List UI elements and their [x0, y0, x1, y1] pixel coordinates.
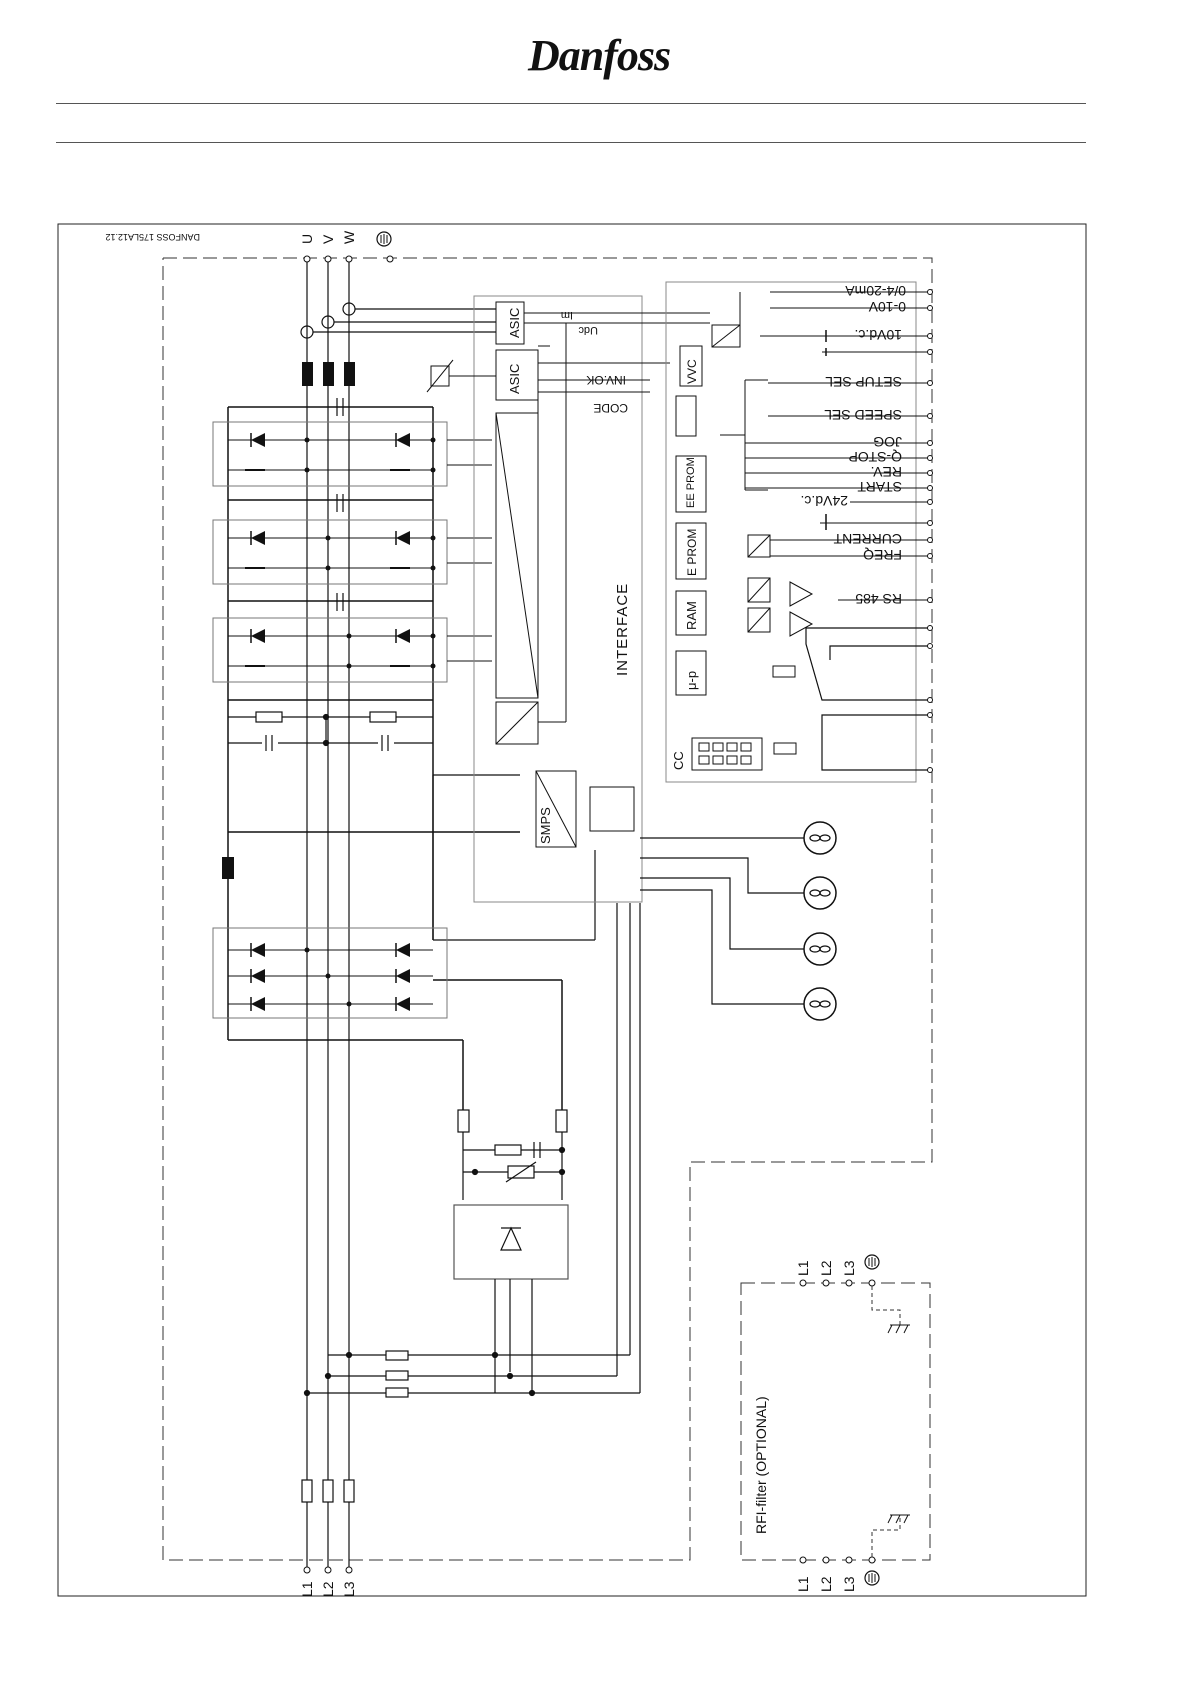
rs485-driver-2: [790, 612, 812, 636]
terminal-current: CURRENT: [833, 531, 902, 547]
signal-code: CODE: [593, 401, 628, 415]
rfi-filter-label: RFI-filter (OPTIONAL): [753, 1396, 769, 1534]
rfi-bottom-l1: L1: [795, 1576, 811, 1592]
control-bus: [720, 292, 768, 490]
eeprom-label: EE PROM: [685, 457, 697, 508]
dc-link-choke: [222, 857, 234, 879]
fan-icon-3: [804, 933, 836, 965]
rfi-bottom-l2: L2: [818, 1576, 834, 1592]
rectifier-module: [213, 928, 447, 1018]
mains-l3: L3: [341, 1581, 357, 1597]
soft-charge-circuit: [305, 903, 641, 1397]
earth-icon: [377, 232, 391, 246]
ram-label: RAM: [684, 601, 699, 630]
terminal-0-20ma: 0/4-20mA: [845, 283, 906, 299]
terminal-speed-sel: SPEED SEL: [824, 407, 902, 423]
mains-l2: L2: [320, 1581, 336, 1597]
cpu-label: μ-p: [684, 671, 699, 690]
earth-icon: [865, 1255, 879, 1269]
relay-coil-1: [773, 666, 795, 677]
mains-l1: L1: [299, 1581, 315, 1597]
choke-w: [344, 362, 355, 386]
earth-icon: [865, 1571, 879, 1585]
fan-wiring: [640, 838, 804, 1004]
logic-block: [676, 396, 696, 436]
asic-1-label: ASIC: [507, 308, 522, 338]
terminal-freq: FREQ: [863, 547, 902, 563]
terminal-jog: JOG: [873, 434, 902, 450]
fan-icon-4: [804, 988, 836, 1020]
cc-label: CC: [671, 751, 686, 770]
signal-im: Im: [561, 309, 573, 321]
fan-icon-1: [804, 822, 836, 854]
asic-2-label: ASIC: [507, 364, 522, 394]
terminal-setup-sel: SETUP SEL: [825, 374, 902, 390]
gate-drive-links: [447, 440, 492, 661]
rfi-top-l3: L3: [841, 1260, 857, 1276]
terminal-rev: REV.: [871, 464, 902, 480]
inverter-module-2: [213, 520, 447, 584]
eprom-label: E PROM: [685, 529, 699, 576]
rfi-top-l1: L1: [795, 1260, 811, 1276]
inverter-module-1: [213, 422, 447, 486]
rfi-filter: RFI-filter (OPTIONAL) L1 L2 L3 L1 L2 L3: [753, 1255, 910, 1592]
ref-code: DANFOSS 175LA12.12: [105, 232, 200, 242]
rfi-top-l2: L2: [818, 1260, 834, 1276]
terminal-0-10v: 0-10V: [868, 299, 906, 315]
control-terminals: 0/4-20mA 0-10V 10Vd.c. SETUP SEL SPEED S…: [745, 283, 933, 773]
inverter-module-3: [213, 618, 447, 682]
choke-v: [323, 362, 334, 386]
terminal-v: V: [320, 234, 336, 244]
rfi-bottom-l3: L3: [841, 1576, 857, 1592]
interface-label: INTERFACE: [614, 583, 631, 676]
relay-coil-2: [774, 743, 796, 754]
terminal-10vdc: 10Vd.c.: [855, 327, 902, 343]
mains-fuses: [302, 1480, 354, 1502]
terminal-w: W: [341, 230, 357, 244]
signal-udc: Udc: [578, 324, 598, 336]
aux-supply-block: [590, 787, 634, 831]
fan-icon-2: [804, 877, 836, 909]
smps-label: SMPS: [538, 807, 553, 844]
motor-terminals: U V W: [299, 230, 393, 262]
terminal-q-stop: Q-STOP: [849, 449, 902, 465]
mains-terminals: L1 L2 L3: [299, 1567, 357, 1597]
terminal-24vdc: 24Vd.c.: [801, 493, 848, 509]
vvc-label: VVC: [685, 359, 699, 384]
rs485-driver-1: [790, 582, 812, 606]
terminal-u: U: [299, 234, 315, 244]
snubber-caps: [337, 398, 343, 611]
terminal-start: START: [857, 479, 902, 495]
terminal-rs485: RS 485: [855, 591, 902, 607]
choke-u: [302, 362, 313, 386]
relay-contacts: [806, 628, 930, 770]
